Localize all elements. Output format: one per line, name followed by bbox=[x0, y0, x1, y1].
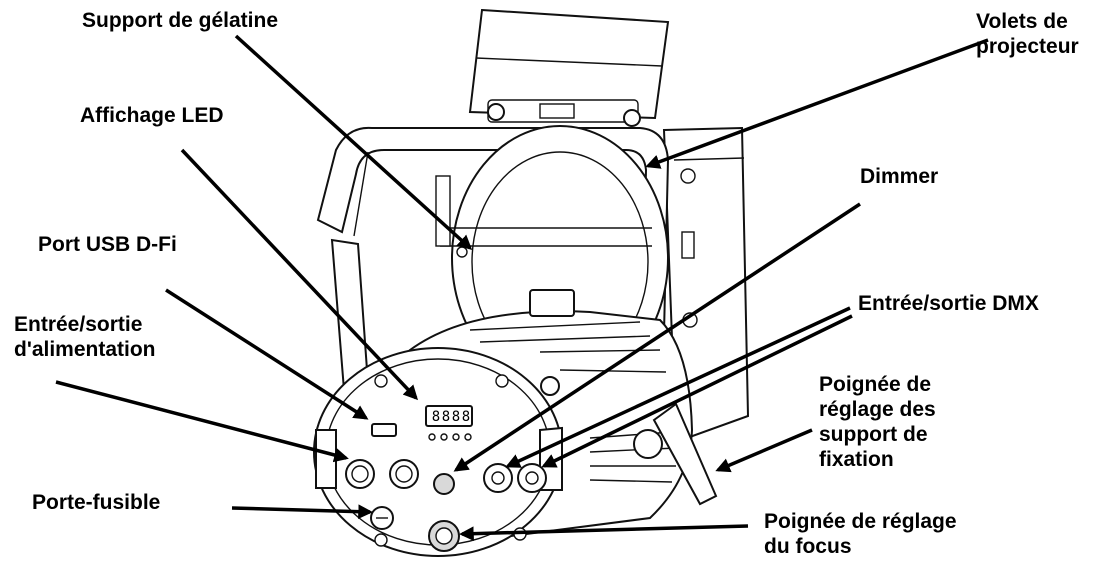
display-digit: 8 bbox=[462, 409, 470, 425]
rear-panel: 8 8 8 8 bbox=[313, 347, 563, 557]
label-fuse-holder: Porte-fusible bbox=[32, 490, 160, 515]
label-text: Affichage LED bbox=[80, 104, 224, 127]
leader-focus-knob bbox=[459, 524, 749, 542]
leader-lines bbox=[55, 34, 989, 542]
leader-led-display bbox=[180, 148, 419, 401]
leader-dmx-2 bbox=[541, 314, 853, 468]
led-display: 8 8 8 8 bbox=[425, 405, 473, 441]
label-dmx-io: Entrée/sortie DMX bbox=[858, 291, 1039, 316]
label-line: Poignée de réglage bbox=[764, 510, 957, 533]
focus-knob bbox=[428, 520, 460, 552]
label-led-display: Affichage LED bbox=[80, 103, 224, 128]
power-connectors bbox=[345, 459, 419, 489]
label-usb-port: Port USB D-Fi bbox=[38, 232, 177, 257]
label-line: d'alimentation bbox=[14, 338, 156, 361]
label-text: Entrée/sortie DMX bbox=[858, 292, 1039, 315]
label-power-io: Entrée/sortie d'alimentation bbox=[14, 312, 156, 362]
fuse-holder bbox=[370, 506, 394, 530]
dmx-connectors bbox=[483, 463, 547, 493]
label-line: support de bbox=[819, 423, 928, 446]
label-line: réglage des bbox=[819, 398, 936, 421]
label-dimmer: Dimmer bbox=[860, 164, 938, 189]
label-line: projecteur bbox=[976, 35, 1079, 58]
leader-barn-doors bbox=[645, 38, 989, 169]
label-line: fixation bbox=[819, 448, 894, 471]
label-gel-holder: Support de gélatine bbox=[82, 8, 278, 33]
leader-yoke-handle bbox=[715, 428, 813, 473]
label-line: Entrée/sortie bbox=[14, 313, 143, 336]
leader-power-io bbox=[55, 380, 349, 463]
barn-door-top bbox=[468, 8, 670, 127]
label-line: Poignée de bbox=[819, 373, 932, 396]
label-yoke-handle: Poignée de réglage des support de fixati… bbox=[819, 372, 936, 472]
leader-fuse-holder bbox=[231, 504, 373, 520]
dimmer-knob bbox=[433, 473, 455, 495]
yoke-handle bbox=[633, 402, 718, 506]
label-barn-doors: Volets de projecteur bbox=[976, 9, 1079, 59]
leader-usb-port bbox=[165, 288, 369, 420]
display-digit: 8 bbox=[452, 409, 460, 425]
display-digit: 8 bbox=[432, 409, 440, 425]
label-line: du focus bbox=[764, 535, 852, 558]
leader-dimmer bbox=[453, 202, 861, 472]
label-text: Dimmer bbox=[860, 165, 939, 188]
leader-gel-holder bbox=[234, 34, 473, 250]
usb-port bbox=[371, 423, 397, 437]
label-text: Porte-fusible bbox=[32, 491, 161, 514]
leader-dmx-1 bbox=[505, 306, 851, 468]
label-focus-knob: Poignée de réglage du focus bbox=[764, 509, 957, 559]
label-line: Volets de bbox=[976, 10, 1068, 33]
label-text: Port USB D-Fi bbox=[38, 233, 177, 256]
display-digit: 8 bbox=[442, 409, 450, 425]
label-text: Support de gélatine bbox=[82, 9, 279, 32]
